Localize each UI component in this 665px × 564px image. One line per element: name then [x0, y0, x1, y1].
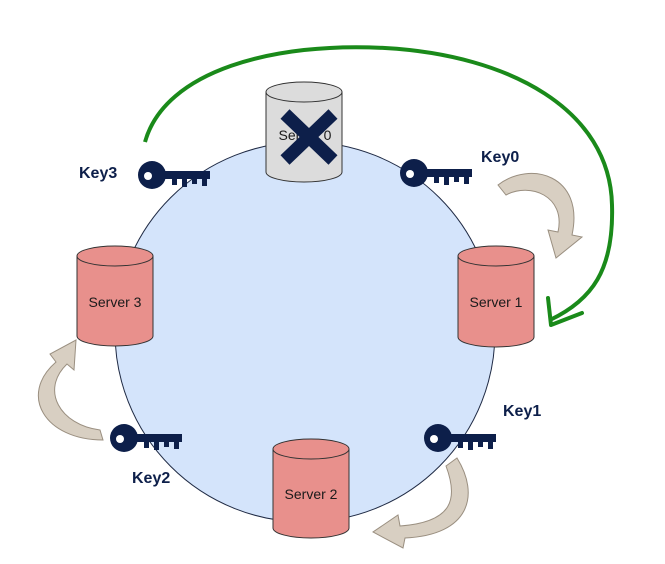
server-3-top	[76, 245, 154, 267]
server-0: Server 0	[265, 81, 343, 183]
server-1-body	[457, 256, 535, 348]
key3-label: Key3	[79, 165, 117, 182]
server-2-top	[272, 438, 350, 460]
key-icon	[400, 159, 472, 187]
server-1-top	[457, 245, 535, 267]
key1-label: Key1	[503, 403, 541, 420]
server-1: Server 1	[457, 245, 535, 348]
server-2: Server 2	[272, 438, 350, 539]
key0-label: Key0	[481, 149, 519, 166]
key2-to-server3-arrow	[37, 339, 104, 441]
key0-to-server1-arrow	[497, 172, 584, 259]
remap-arrow-head	[546, 296, 584, 327]
server-3-body	[76, 256, 154, 347]
local-arrows	[37, 172, 584, 549]
server-0-top	[265, 81, 343, 103]
server-1-label: Server 1	[470, 294, 523, 310]
x-mark-icon	[280, 109, 338, 165]
server-2-body	[272, 449, 350, 539]
server-2-label: Server 2	[285, 486, 338, 502]
key2-label: Key2	[132, 470, 170, 487]
remap-arrow	[143, 45, 615, 322]
server-3-label: Server 3	[89, 294, 142, 310]
server-3: Server 3	[76, 245, 154, 347]
key1-to-server2-arrow	[372, 457, 469, 549]
